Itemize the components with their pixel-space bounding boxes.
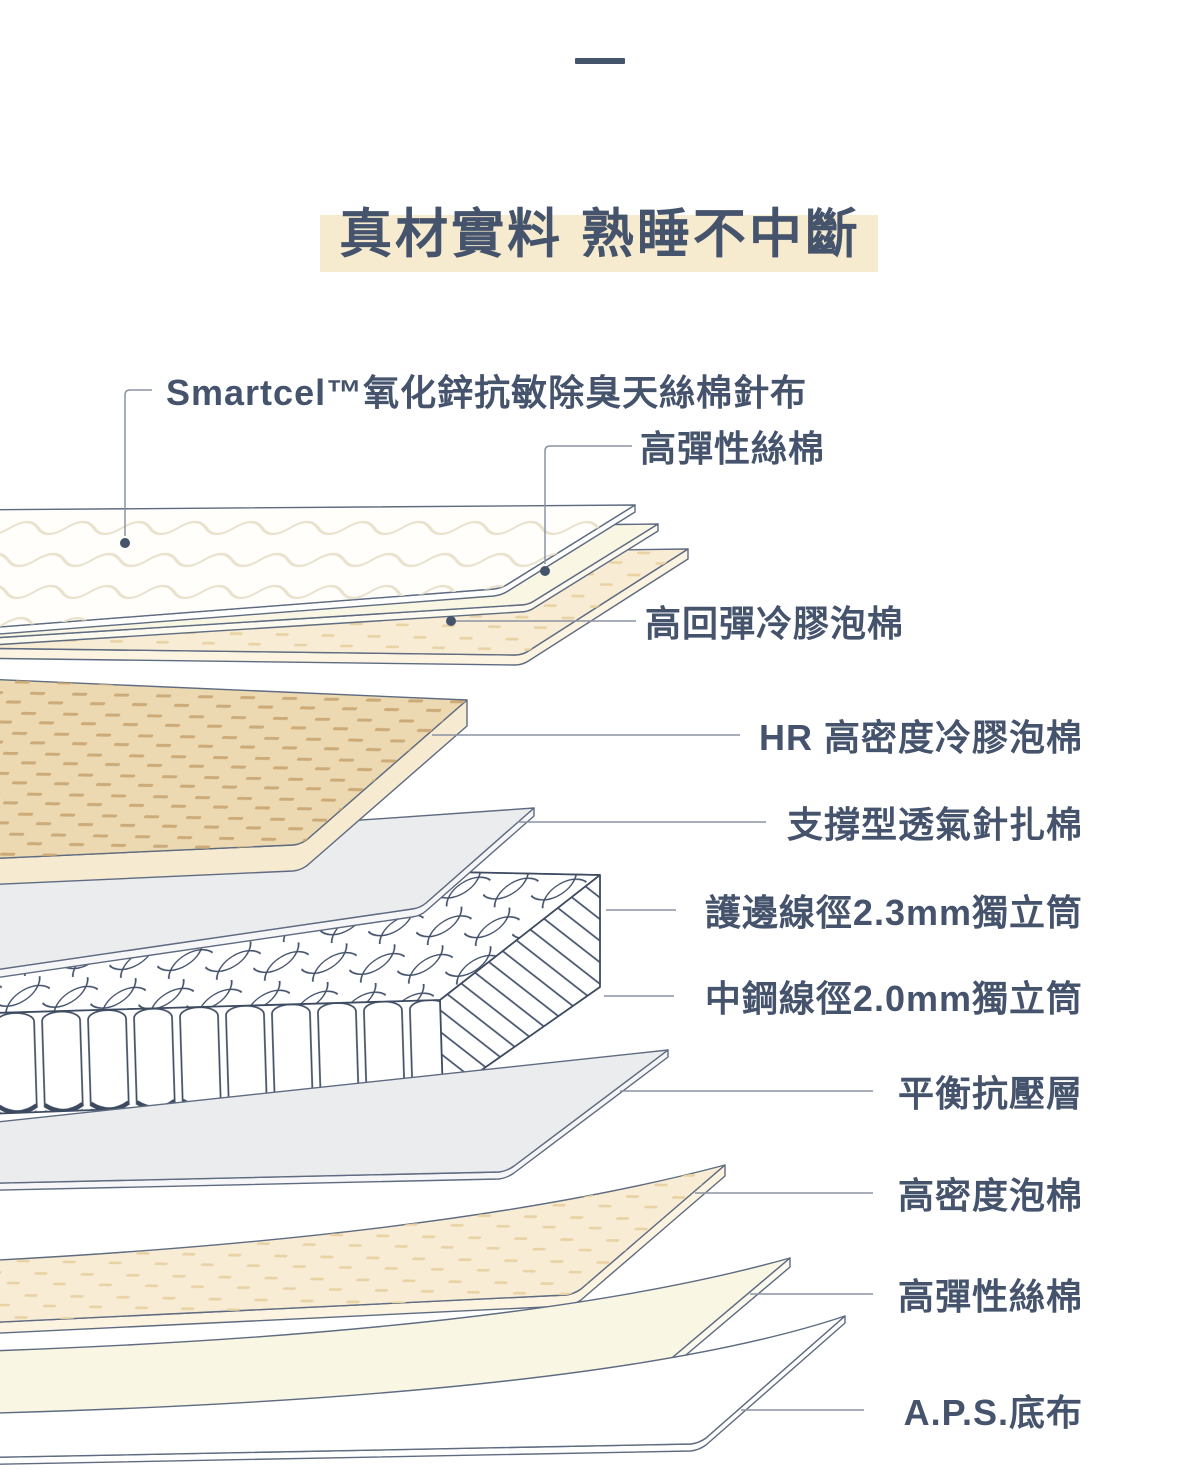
smartcel-leader-dot [120, 538, 130, 548]
silk-top-leader-dot [540, 566, 550, 576]
balance-layer [0, 1049, 669, 1191]
pocket-coil-layer [0, 861, 601, 1115]
page-title: 真材實料 熟睡不中斷 [339, 205, 861, 264]
label-center-coil: 中鋼線徑2.0mm獨立筒 [704, 978, 1083, 1019]
label-silk-bottom: 高彈性絲棉 [897, 1276, 1083, 1317]
label-hd-foam: 高密度泡棉 [897, 1175, 1083, 1216]
aps-base-layer [0, 1315, 846, 1465]
label-support-cotton: 支撐型透氣針扎棉 [786, 804, 1083, 845]
header-dash-ornament [575, 58, 625, 64]
coil-front-face [0, 1000, 443, 1114]
label-aps-base: A.P.S.底布 [903, 1392, 1083, 1433]
quilted-cover-layer [0, 504, 636, 635]
hdfoam-face-pattern [0, 1165, 725, 1323]
aps-face [0, 1315, 846, 1458]
hd-foam-layer [0, 1164, 726, 1334]
label-silk-top: 高彈性絲棉 [640, 428, 826, 469]
hr-face-pattern [0, 679, 467, 859]
hr-foam-layer [0, 679, 468, 885]
label-balance-layer: 平衡抗壓層 [897, 1073, 1083, 1114]
balance-face [0, 1049, 669, 1184]
label-smartcel-fabric: Smartcel™氧化鋅抗敏除臭天絲棉針布 [166, 372, 808, 413]
callout-leaders [120, 389, 873, 1411]
title-highlight-band [320, 215, 878, 272]
quilt-face-pattern [0, 505, 635, 627]
cold-foam-leader-dot [446, 616, 456, 626]
silk-top-leader-line [544, 445, 632, 564]
label-hr-foam: HR 高密度冷膠泡棉 [759, 717, 1083, 758]
label-edge-coil: 護邊線徑2.3mm獨立筒 [704, 892, 1083, 933]
coil-right-face [440, 875, 600, 1097]
smartcel-leader-line [124, 389, 152, 536]
label-cold-foam: 高回彈冷膠泡棉 [645, 603, 905, 644]
